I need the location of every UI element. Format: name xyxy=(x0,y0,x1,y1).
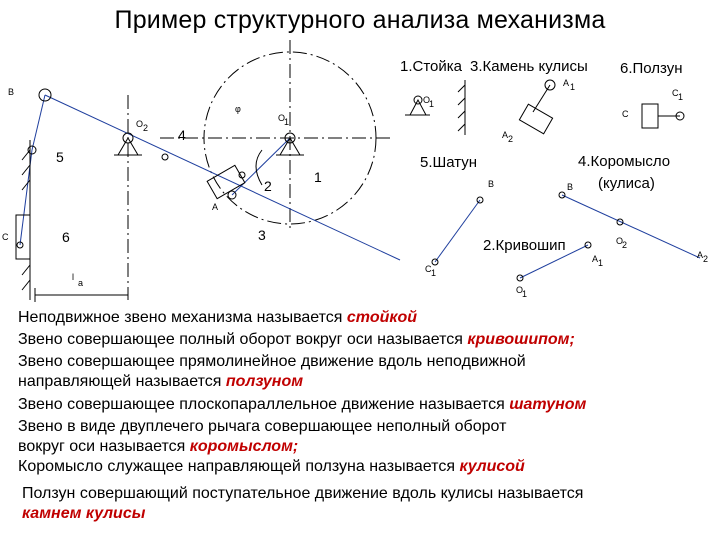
label-O1-sub: 1 xyxy=(284,117,289,127)
connecting-rod xyxy=(31,94,46,151)
heading-koromyslo: 4.Коромысло xyxy=(578,153,670,170)
part-label-O1-sub: 1 xyxy=(429,99,434,109)
heading-stoika: 1.Стойка xyxy=(400,58,463,75)
rocker-link xyxy=(44,94,401,261)
part-label-A2: A xyxy=(502,130,508,140)
phi-arrow xyxy=(255,149,263,186)
part-label-O2b: O xyxy=(616,236,623,246)
joint-slider xyxy=(16,241,24,249)
part-label-C1b: C xyxy=(425,264,432,274)
part-shatun xyxy=(434,199,481,263)
page-title: Пример структурного анализа механизма xyxy=(114,6,606,34)
part-kamen xyxy=(518,79,556,135)
label-num6: 6 xyxy=(62,229,70,245)
heading-polzun: 6.Ползун xyxy=(620,60,683,77)
label-O1: O xyxy=(278,113,285,123)
part-label-O1b: O xyxy=(516,285,523,295)
label-phi: φ xyxy=(235,104,241,114)
part-label-A1b-sub: 1 xyxy=(598,258,603,268)
definition-polzun-line1: Звено совершающее прямолинейное движение… xyxy=(18,353,526,370)
definition-kamen-line2: камнем кулисы xyxy=(22,505,146,522)
part-label-A1: A xyxy=(563,78,569,88)
part-stoika xyxy=(405,80,466,135)
definition-stoika: Неподвижное звено механизма называется с… xyxy=(18,309,418,326)
definition-koromyslo-line2: вокруг оси называется коромыслом; xyxy=(18,438,299,455)
definition-koromyslo-line1: Звено в виде двуплечего рычага совершающ… xyxy=(18,418,507,435)
label-la-sub: a xyxy=(78,278,83,288)
joint-mid xyxy=(161,153,169,161)
definition-shatun: Звено совершающее плоскопараллельное дви… xyxy=(18,396,587,413)
label-num4: 4 xyxy=(178,127,186,143)
left-wall xyxy=(21,140,31,300)
part-label-B-shatun: B xyxy=(488,179,494,189)
part-polzun xyxy=(641,103,685,129)
label-A: A xyxy=(212,202,218,212)
label-C: C xyxy=(2,232,9,242)
part-label-A2b: A xyxy=(697,250,703,260)
heading-krivoship: 2.Кривошип xyxy=(483,237,566,254)
pivot-O1 xyxy=(276,132,304,156)
label-num5: 5 xyxy=(56,149,64,165)
part-krivoship xyxy=(519,244,589,279)
part-label-C: C xyxy=(622,109,629,119)
joint-B xyxy=(38,88,52,102)
part-label-O1b-sub: 1 xyxy=(522,289,527,299)
part-label-B-koromyslo: B xyxy=(567,182,573,192)
part-label-C1-sub: 1 xyxy=(678,92,683,102)
definition-polzun-line2: направляющей называется ползуном xyxy=(18,373,304,390)
part-label-O2b-sub: 2 xyxy=(622,240,627,250)
heading-kulisa: (кулиса) xyxy=(598,175,655,192)
label-la: l xyxy=(72,272,74,282)
part-label-O1: O xyxy=(423,95,430,105)
joint-rocker xyxy=(27,145,37,155)
label-B: B xyxy=(8,87,14,97)
label-num2: 2 xyxy=(264,178,272,194)
label-num3: 3 xyxy=(258,227,266,243)
pivot-O2 xyxy=(114,132,142,156)
crank-link xyxy=(231,137,291,196)
part-label-A1b: A xyxy=(592,254,598,264)
part-koromyslo xyxy=(561,194,701,259)
definition-krivoship: Звено совершающее полный оборот вокруг о… xyxy=(18,331,575,348)
part-label-C1b-sub: 1 xyxy=(431,268,436,278)
label-O2: O xyxy=(136,119,143,129)
part-label-C1: C xyxy=(672,88,679,98)
label-O2-sub: 2 xyxy=(143,123,148,133)
part-label-A1-sub: 1 xyxy=(570,82,575,92)
joint-A2 xyxy=(238,171,246,179)
part-label-A2-sub: 2 xyxy=(508,134,513,144)
definition-kulisa: Коромысло служащее направляющей ползуна … xyxy=(18,458,525,475)
slider-stone-3 xyxy=(206,164,246,200)
label-num1: 1 xyxy=(314,169,322,185)
joint-A xyxy=(227,190,237,200)
heading-shatun: 5.Шатун xyxy=(420,154,477,171)
part-label-A2b-sub: 2 xyxy=(703,254,708,264)
heading-kamen: 3.Камень кулисы xyxy=(470,58,588,75)
definition-kamen-line1: Ползун совершающий поступательное движен… xyxy=(22,485,584,502)
